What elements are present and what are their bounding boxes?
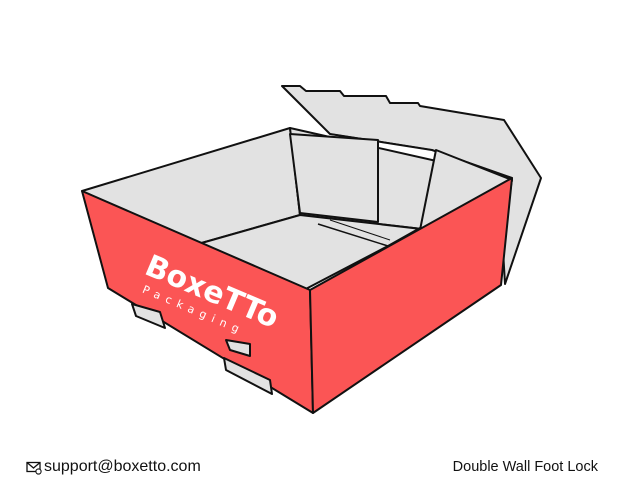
product-style-label: Double Wall Foot Lock — [452, 459, 598, 475]
box-floor-fold-line-2 — [329, 219, 391, 241]
box-inner-flap-left — [289, 133, 379, 223]
contact-email[interactable]: support@boxetto.com — [44, 458, 201, 475]
box-foot-lock-right — [225, 339, 251, 357]
envelope-icon — [26, 461, 42, 475]
box-foot-lock-left — [131, 303, 166, 329]
footer-contact: support@boxetto.com — [26, 458, 201, 476]
box-floor-fold-line — [317, 223, 389, 247]
box-front-right-wall — [309, 177, 513, 414]
box-foot-lock-center — [223, 357, 273, 395]
